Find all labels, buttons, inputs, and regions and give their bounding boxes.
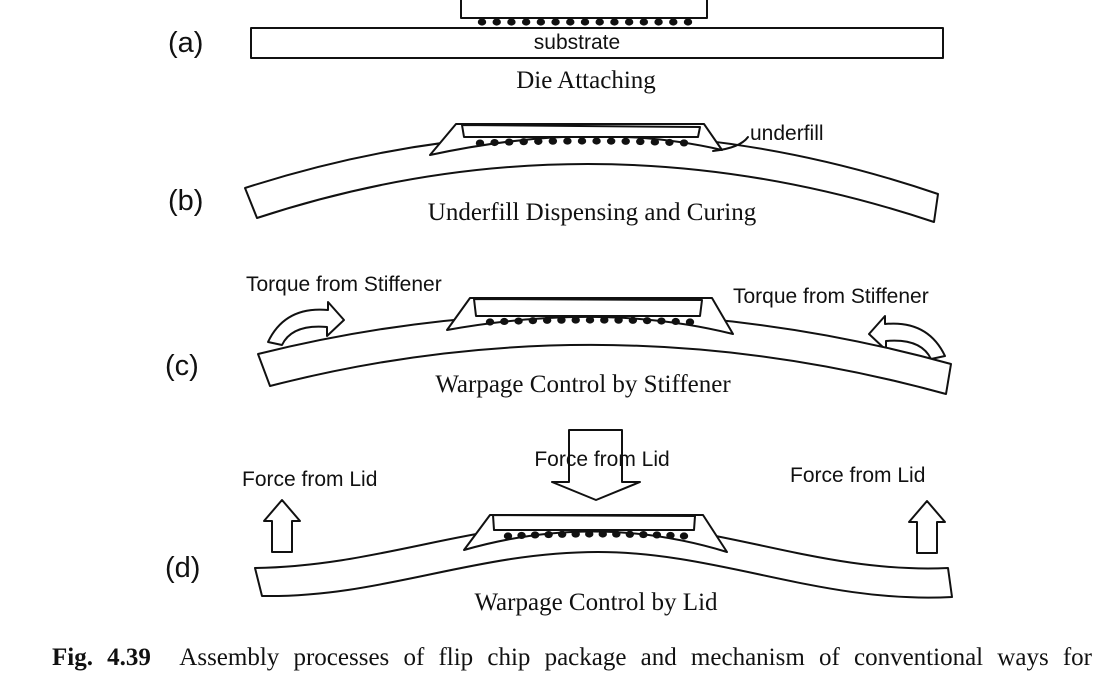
solder-bump	[503, 532, 513, 540]
solder-bumps-d	[503, 530, 689, 540]
solder-bump	[652, 531, 662, 539]
panel-c-letter: (c)	[165, 350, 199, 382]
solder-bump	[534, 137, 543, 145]
solder-bump	[621, 137, 630, 145]
substrate-label: substrate	[534, 31, 620, 54]
solder-bump	[679, 532, 689, 540]
solder-bump	[551, 18, 560, 26]
force-arrow-down-icon	[551, 429, 641, 501]
torque-arrow-right-icon	[868, 315, 946, 360]
panel-b-letter: (b)	[168, 185, 203, 217]
substrate-a	[250, 27, 944, 59]
panel-d: (d) Force from Lid Force from Lid Force …	[165, 429, 953, 616]
force-label-right: Force from Lid	[790, 464, 925, 487]
solder-bump	[517, 531, 526, 540]
panel-c: (c) Torque from Stiffener Torque from St…	[165, 273, 952, 398]
solder-bump	[477, 18, 487, 26]
panel-b: (b) underfill Underfill Dispensing and C…	[168, 122, 939, 226]
solder-bump	[571, 316, 580, 324]
solder-bump	[485, 318, 495, 326]
solder-bump	[683, 18, 693, 26]
solder-bump	[598, 530, 607, 538]
solder-bumps-a	[477, 18, 693, 26]
solder-bump	[650, 138, 660, 146]
solder-bump	[514, 317, 523, 325]
solder-bump	[548, 137, 558, 145]
solder-bump	[642, 317, 652, 325]
die-d	[492, 514, 696, 531]
solder-bump	[500, 317, 509, 326]
solder-bump	[544, 531, 553, 539]
solder-bump	[669, 18, 678, 26]
solder-bump	[563, 137, 572, 145]
panel-c-title: Warpage Control by Stiffener	[435, 371, 731, 398]
solder-bump	[557, 530, 567, 538]
solder-bump	[504, 138, 514, 146]
solder-bump	[536, 18, 546, 26]
solder-bump	[528, 317, 538, 325]
torque-label-left: Torque from Stiffener	[246, 273, 442, 296]
force-label-left: Force from Lid	[242, 468, 377, 491]
solder-bump	[557, 316, 566, 324]
die-a	[460, 0, 708, 19]
solder-bump	[490, 138, 499, 147]
panel-b-title: Underfill Dispensing and Curing	[428, 199, 757, 226]
solder-bump	[521, 18, 531, 26]
solder-bump	[519, 138, 528, 146]
panel-d-title: Warpage Control by Lid	[474, 589, 718, 616]
solder-bump	[657, 317, 666, 325]
solder-bump	[628, 316, 638, 324]
solder-bump	[666, 531, 675, 540]
solder-bump	[595, 18, 604, 26]
solder-bump	[614, 316, 623, 324]
solder-bump	[639, 531, 648, 539]
solder-bump	[566, 18, 575, 26]
solder-bump	[671, 317, 680, 326]
solder-bump	[475, 139, 485, 147]
figure-number: Fig. 4.39	[52, 644, 151, 671]
solder-bump	[679, 139, 689, 147]
solder-bump	[639, 18, 649, 26]
torque-arrow-left-icon	[267, 301, 345, 346]
panel-a-letter: (a)	[168, 27, 203, 59]
solder-bump	[530, 531, 540, 539]
underfill-label: underfill	[750, 122, 824, 145]
panel-a: (a) substrate Die Attaching	[168, 0, 944, 94]
caption-text: Assembly processes of flip chip package …	[179, 644, 1093, 671]
solder-bumps-b	[475, 137, 689, 147]
solder-bump	[610, 18, 619, 26]
figure-caption: Fig. 4.39 Assembly processes of flip chi…	[52, 644, 1092, 672]
solder-bump	[585, 530, 594, 538]
panel-d-letter: (d)	[165, 552, 200, 584]
solder-bump	[625, 530, 635, 538]
solder-bump	[571, 530, 580, 538]
solder-bump	[654, 18, 663, 26]
panel-a-title: Die Attaching	[516, 67, 656, 94]
force-label-center: Force from Lid	[534, 448, 669, 471]
torque-label-right: Torque from Stiffener	[733, 285, 929, 308]
solder-bump	[685, 318, 695, 326]
solder-bump	[580, 18, 590, 26]
force-arrow-up-right-icon	[908, 500, 946, 554]
solder-bump	[636, 138, 645, 146]
solder-bump	[624, 18, 634, 26]
underfill-leader	[712, 136, 749, 152]
force-arrow-up-left-icon	[263, 499, 301, 553]
solder-bump	[577, 137, 587, 145]
solder-bump	[492, 18, 501, 26]
solder-bump	[507, 18, 516, 26]
die-b	[461, 124, 701, 138]
die-c	[473, 298, 703, 317]
solder-bump	[612, 530, 621, 538]
solder-bump	[592, 137, 601, 145]
solder-bump	[542, 316, 552, 324]
solder-bump	[600, 316, 609, 324]
solder-bump	[665, 138, 674, 146]
solder-bumps-c	[485, 316, 695, 326]
solder-bump	[606, 137, 616, 145]
solder-bump	[585, 316, 595, 324]
